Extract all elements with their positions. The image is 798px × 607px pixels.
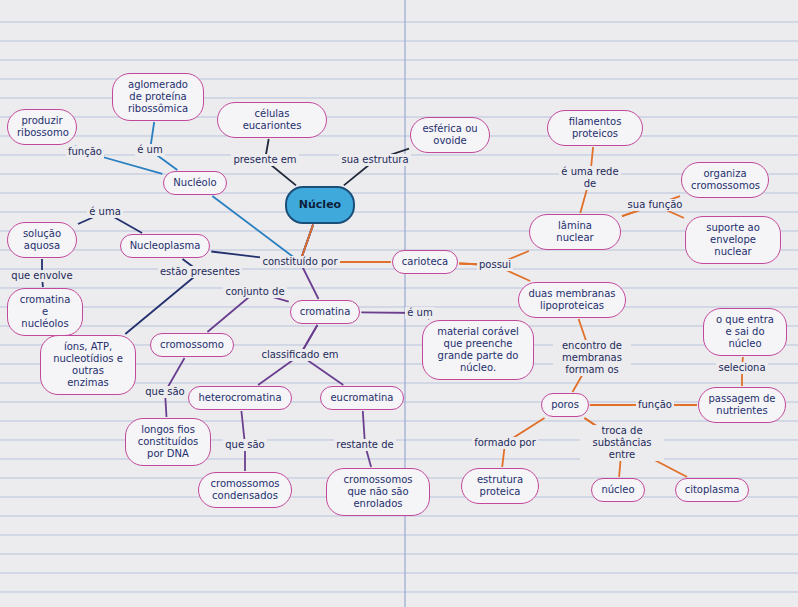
concept-text: cromossomos que não são enrolados bbox=[336, 474, 420, 510]
concept-cloud: filamentos proteicos bbox=[547, 110, 643, 146]
concept-cloud: lâmina nuclear bbox=[529, 214, 621, 250]
concept-cloud: cromossomos condensados bbox=[198, 472, 292, 508]
concept-text: organiza cromossomos bbox=[691, 168, 759, 192]
concept-cloud: cromossomos que não são enrolados bbox=[326, 468, 430, 516]
link-phrase: que são bbox=[143, 386, 186, 398]
concept-cloud: suporte ao envelope nuclear bbox=[685, 216, 781, 264]
concept-cloud: aglomerado de proteína ribossômica bbox=[112, 73, 204, 121]
concept-cloud: carioteca bbox=[392, 250, 458, 274]
concept-text: duas membranas lipoproteicas bbox=[528, 288, 616, 312]
concept-text: poros bbox=[551, 399, 579, 411]
concept-cloud: cromossomo bbox=[150, 333, 234, 357]
concept-cloud: Nucleoplasma bbox=[120, 234, 211, 258]
link-phrase: é um bbox=[135, 144, 164, 156]
concept-text: material corável que preenche grande par… bbox=[432, 326, 524, 374]
concept-text: heterocromatina bbox=[198, 392, 281, 404]
concept-text: núcleo bbox=[601, 484, 634, 496]
concept-text: citoplasma bbox=[685, 484, 740, 496]
concept-text: filamentos proteicos bbox=[557, 116, 633, 140]
concept-cloud: citoplasma bbox=[675, 478, 750, 502]
link-phrase: troca de substâncias entre bbox=[580, 425, 664, 461]
concept-cloud: o que entra e sai do núcleo bbox=[703, 308, 787, 356]
concept-cloud: cromatina e nucléolos bbox=[7, 288, 83, 336]
concept-text: estrutura proteica bbox=[471, 474, 529, 498]
link-phrase: é um bbox=[405, 307, 434, 319]
link-phrase: seleciona bbox=[716, 362, 767, 374]
concept-cloud: poros bbox=[541, 393, 589, 417]
link-phrase: sua função bbox=[626, 199, 685, 211]
concept-cloud: íons, ATP, nucleotídios e outras enzimas bbox=[40, 335, 136, 395]
concept-cloud: Nucléolo bbox=[163, 171, 226, 195]
concept-cloud: heterocromatina bbox=[188, 386, 291, 410]
link-phrase: restante de bbox=[334, 439, 395, 451]
concept-cloud: material corável que preenche grande par… bbox=[422, 320, 534, 380]
concept-text: cromatina bbox=[300, 306, 351, 318]
concept-cloud: estrutura proteica bbox=[461, 468, 539, 504]
link-phrase: sua estrutura bbox=[339, 154, 410, 166]
concept-text: aglomerado de proteína ribossômica bbox=[122, 79, 194, 115]
concept-text: passagem de nutrientes bbox=[708, 393, 776, 417]
concept-cloud: solução aquosa bbox=[7, 222, 77, 258]
central-concept: Núcleo bbox=[285, 186, 355, 223]
concept-text: eucromatina bbox=[330, 392, 393, 404]
concept-text: Núcleo bbox=[299, 198, 341, 211]
concept-text: longos fios constituídos por DNA bbox=[135, 424, 201, 460]
connector bbox=[207, 292, 288, 332]
concept-text: o que entra e sai do núcleo bbox=[713, 314, 777, 350]
link-phrase: conjunto de bbox=[223, 286, 286, 298]
concept-text: suporte ao envelope nuclear bbox=[695, 222, 771, 258]
link-phrase: classificado em bbox=[259, 349, 340, 361]
concept-cloud: longos fios constituídos por DNA bbox=[125, 418, 211, 466]
concept-cloud: passagem de nutrientes bbox=[698, 387, 786, 423]
concept-cloud: produzir ribossomo bbox=[7, 109, 77, 145]
link-phrase: função bbox=[66, 146, 104, 158]
concept-text: esférica ou ovoide bbox=[420, 123, 480, 147]
concept-text: Nucleoplasma bbox=[130, 240, 201, 252]
concept-text: cromossomos condensados bbox=[208, 478, 282, 502]
link-phrase: possui bbox=[477, 259, 513, 271]
concept-cloud: eucromatina bbox=[320, 386, 403, 410]
concept-text: solução aquosa bbox=[17, 228, 67, 252]
concept-cloud: esférica ou ovoide bbox=[410, 117, 490, 153]
link-phrase: que são bbox=[223, 439, 266, 451]
concept-text: íons, ATP, nucleotídios e outras enzimas bbox=[50, 341, 126, 389]
concept-text: carioteca bbox=[402, 256, 448, 268]
concept-text: lâmina nuclear bbox=[539, 220, 611, 244]
concept-text: cromatina e nucléolos bbox=[17, 294, 73, 330]
link-phrase: é uma rede de bbox=[559, 166, 621, 190]
concept-text: cromossomo bbox=[160, 339, 224, 351]
concept-text: células eucariontes bbox=[227, 108, 317, 132]
link-phrase: que envolve bbox=[9, 270, 74, 282]
link-phrase: estão presentes bbox=[158, 266, 242, 278]
concept-cloud: organiza cromossomos bbox=[681, 162, 769, 198]
concept-cloud: células eucariontes bbox=[217, 102, 327, 138]
link-phrase: função bbox=[636, 399, 674, 411]
link-phrase: formado por bbox=[472, 437, 538, 449]
link-phrase: é uma bbox=[87, 206, 123, 218]
concept-cloud: duas membranas lipoproteicas bbox=[518, 282, 626, 318]
link-phrase: presente em bbox=[231, 154, 298, 166]
link-phrase: constituído por bbox=[260, 256, 339, 268]
concept-cloud: núcleo bbox=[591, 478, 644, 502]
link-phrase: encontro de membranas formam os bbox=[553, 340, 631, 376]
concept-text: produzir ribossomo bbox=[17, 115, 67, 139]
concept-cloud: cromatina bbox=[290, 300, 361, 324]
concept-text: Nucléolo bbox=[173, 177, 216, 189]
